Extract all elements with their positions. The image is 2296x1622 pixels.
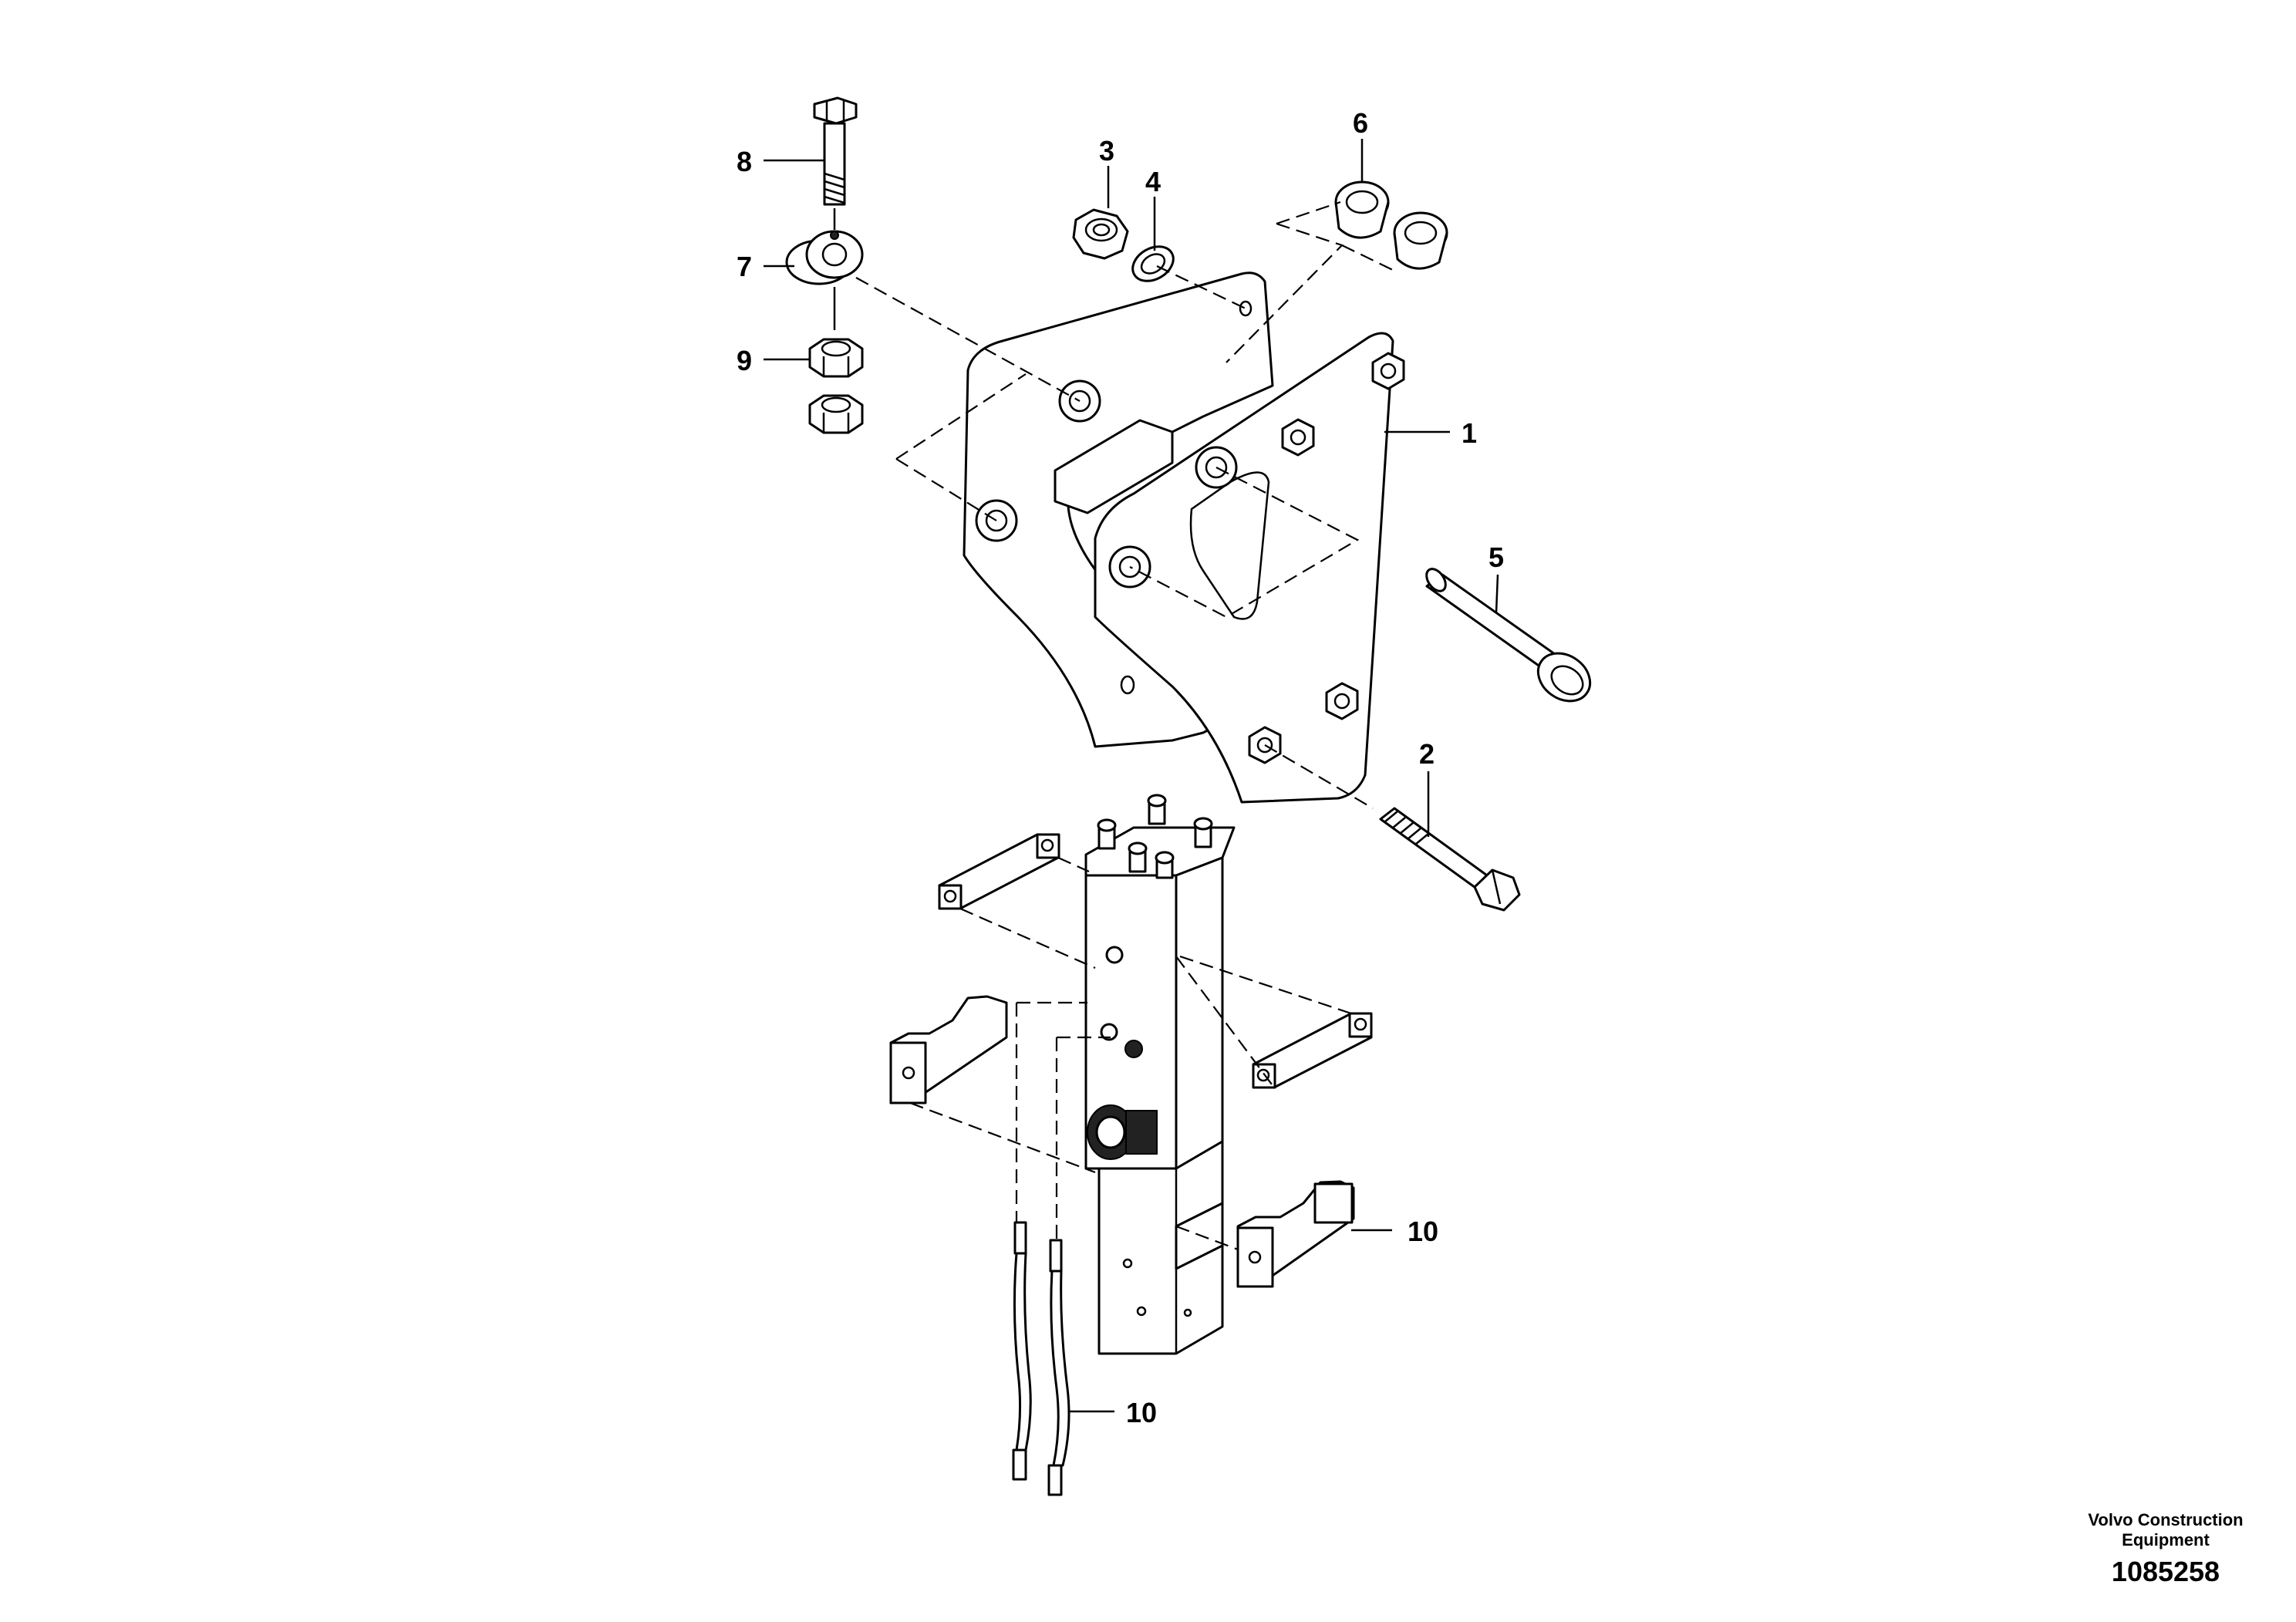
leader-lines [764,139,1499,1413]
company-name-line1: Volvo Construction [2088,1510,2243,1529]
washer-part-4[interactable] [1127,240,1179,288]
port-fittings [1097,794,1213,879]
company-name-line2: Equipment [2122,1530,2210,1549]
bushing-second[interactable] [1393,211,1448,270]
locknut-part-3[interactable] [1072,208,1129,260]
solenoid [1087,1104,1158,1160]
hose-left[interactable] [1012,1221,1032,1481]
bolt-part-8[interactable] [813,96,858,206]
hose-right[interactable] [1047,1239,1070,1496]
clamp-bracket-left[interactable] [889,995,1008,1104]
bracket-part-1[interactable] [963,271,1405,804]
clamp-bar-right[interactable] [1252,1012,1373,1089]
drawing-number: 1085258 [2112,1556,2220,1587]
callout-4[interactable]: 4 [1145,166,1161,197]
nut-second[interactable] [808,394,864,434]
callout-3[interactable]: 3 [1099,135,1114,167]
bushing-part-6[interactable] [1334,180,1390,239]
collar-part-7[interactable] [785,208,864,330]
callout-1[interactable]: 1 [1462,417,1477,449]
callout-7[interactable]: 7 [737,251,752,282]
drawing-footer: Volvo Construction Equipment 1085258 [2088,1510,2243,1587]
callout-labels: 8 7 9 3 4 6 1 5 2 10 10 [737,107,1504,1428]
callout-5[interactable]: 5 [1489,541,1504,573]
assembly-lines [855,201,1397,1251]
clamp-bracket-part-10[interactable] [1236,1180,1355,1288]
nut-part-9[interactable] [808,338,864,378]
clamp-bar-upper-left[interactable] [938,833,1060,910]
callout-2[interactable]: 2 [1419,738,1435,770]
callout-8[interactable]: 8 [737,146,752,177]
callout-9[interactable]: 9 [737,345,752,376]
callout-10-hose[interactable]: 10 [1126,1397,1157,1428]
bolt-part-2[interactable] [1379,807,1521,912]
valve-block[interactable] [1084,794,1236,1355]
callout-10-bracket[interactable]: 10 [1408,1216,1438,1247]
pin-part-5[interactable] [1423,565,1600,710]
callout-6[interactable]: 6 [1353,107,1368,139]
